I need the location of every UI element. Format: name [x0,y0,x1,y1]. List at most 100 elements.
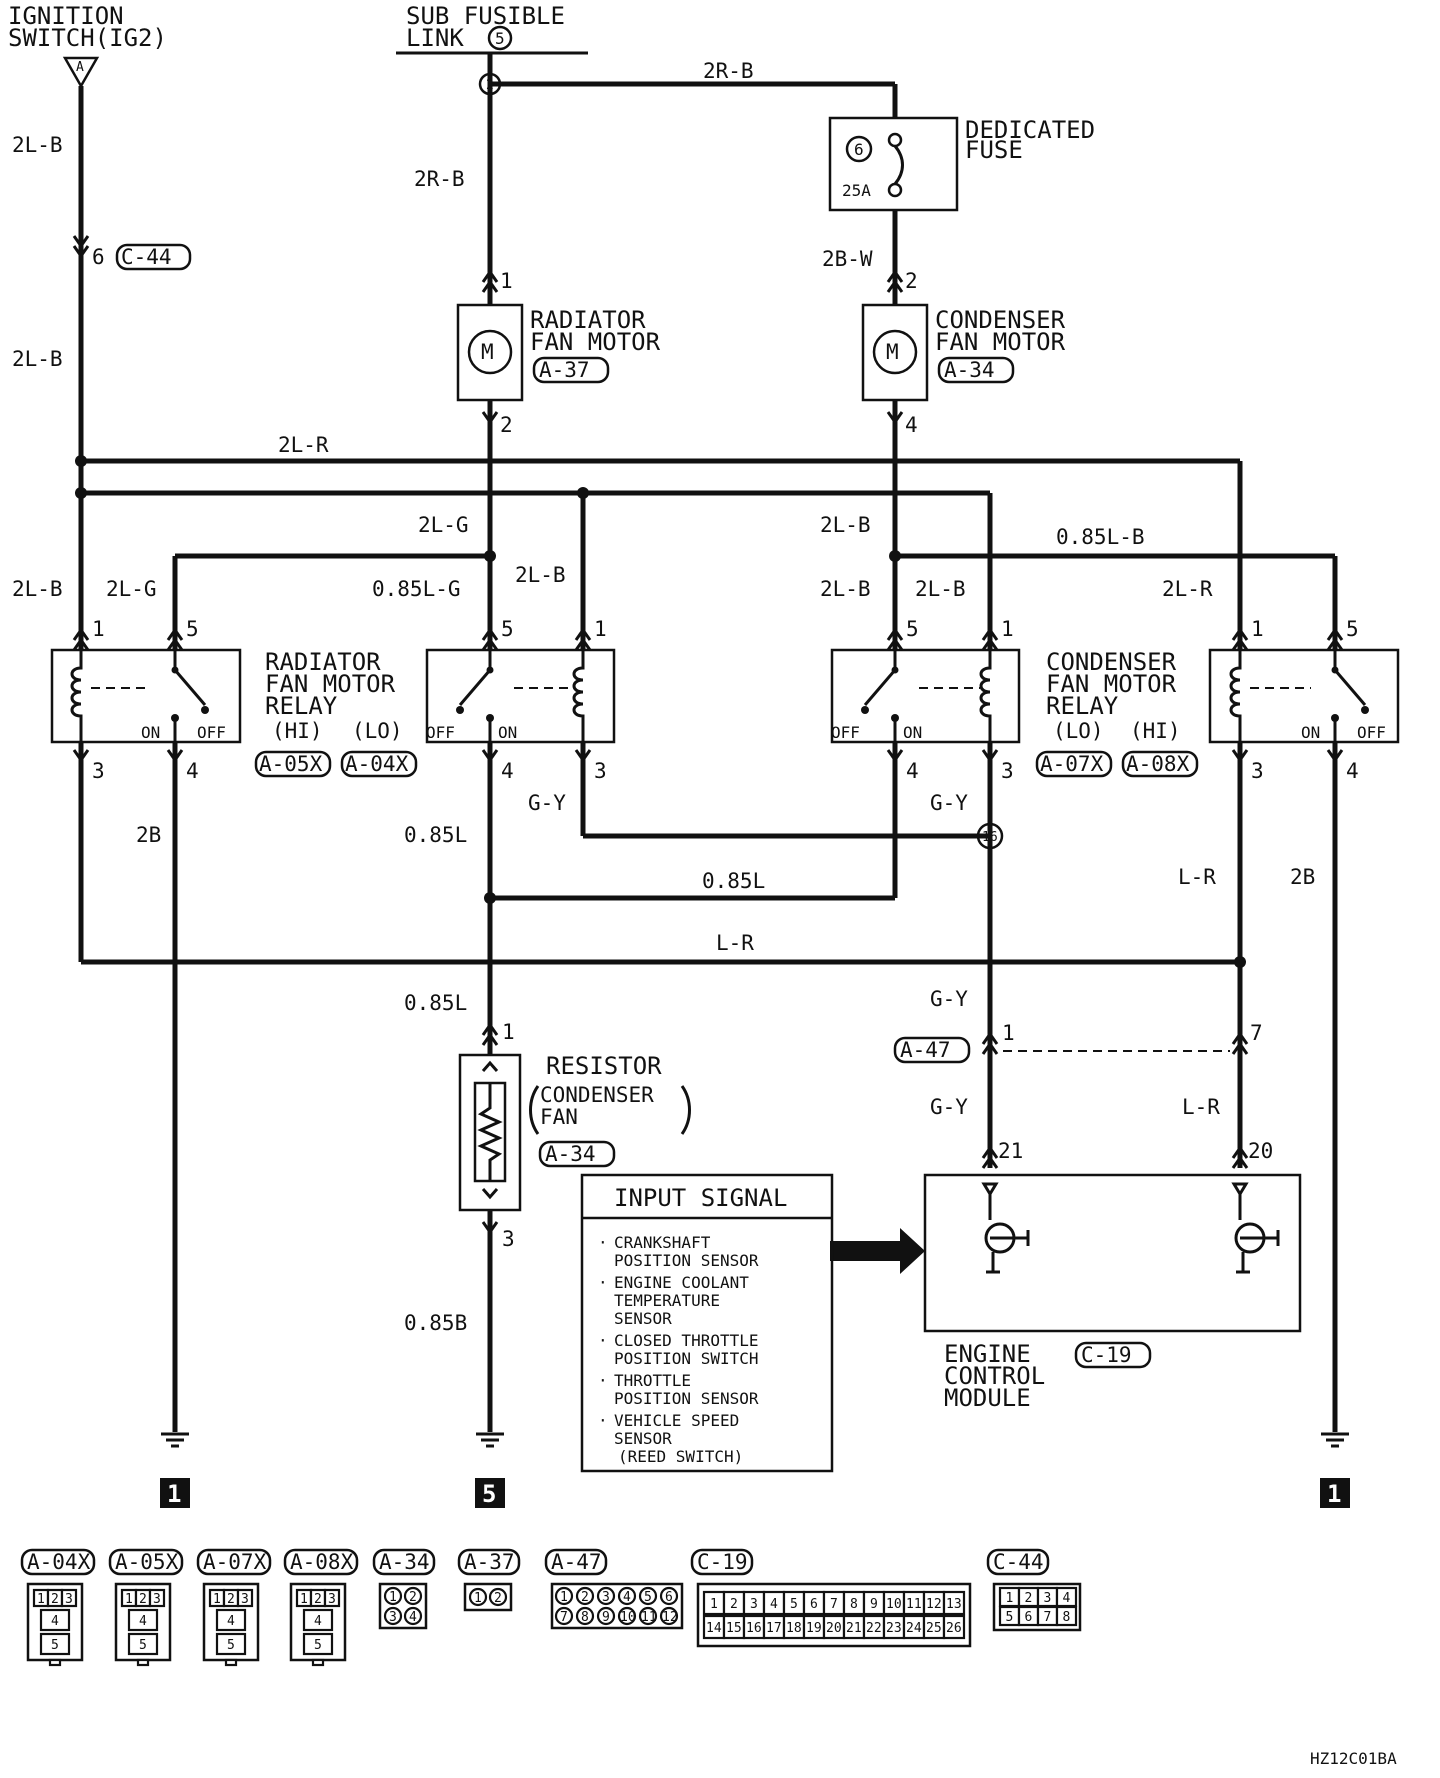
condenser-motor-name-line1: CONDENSER [935,306,1066,334]
wire-label-2LB-c1: 2L-B [820,513,871,537]
ignition-title-line1: IGNITION [8,2,124,30]
connector-cell: 2 [139,1592,147,1607]
resistor-name-line2: CONDENSER [540,1083,654,1107]
condenser-relay-name-line2: FAN MOTOR [1046,670,1177,698]
connector-view-label: A-37 [464,1550,515,1574]
connector-cell: 3 [602,1590,610,1605]
switch-off-label: OFF [831,723,860,742]
ecm-conn: C-19 [1081,1343,1132,1367]
condenser-relay-conn-hi-box [1121,750,1199,778]
wire-label-085LG: 0.85L-G [372,577,461,601]
connector-cell: 4 [227,1614,235,1629]
radiator-motor-conn: A-37 [539,358,590,382]
radiator-motor-symbol: M [481,340,494,364]
radiator-relay-conn-hi: A-05X [259,752,323,776]
a47-pin-right: 7 [1250,1021,1263,1045]
condenser-fan-motor: M [861,269,929,425]
condenser-relay-name-line1: CONDENSER [1046,648,1177,676]
condenser-relay-conn-lo-box [1035,750,1113,778]
connector-cell: 2 [409,1590,417,1605]
relay-pin-label: 1 [1251,617,1264,641]
radiator-relay-conn-hi-box [254,750,332,778]
wire-label-GY-b: G-Y [930,791,968,815]
connector-cell: 17 [766,1621,782,1636]
input-signal-line: POSITION SENSOR [614,1251,759,1270]
wire-label-2RB-h: 2R-B [703,59,754,83]
relay-pin-label: 3 [594,759,607,783]
wire-label-2RB-v: 2R-B [414,167,465,191]
wire-label-2LB-r2: 2L-B [515,563,566,587]
wire-label-2LB-c2: 2L-B [820,577,871,601]
node-2-label: 2 [486,78,494,93]
connector-cell: 3 [65,1592,73,1607]
svg-text:·: · [598,1273,608,1292]
connector-cell: 3 [750,1597,758,1612]
switch-off-label: OFF [197,723,226,742]
a47-conn: A-47 [900,1038,951,1062]
wire-label-085L-b: 0.85L [702,869,765,893]
connector-view-label: C-19 [697,1550,748,1574]
connector-cell: 3 [328,1592,336,1607]
ecm-name-line3: MODULE [944,1384,1031,1412]
connector-cell: 7 [1044,1610,1052,1625]
resistor-conn-box [538,1140,616,1168]
input-signal-line: (REED SWITCH) [618,1447,743,1466]
wire-label-085LB: 0.85L-B [1056,525,1145,549]
c44-conn-box [115,243,192,271]
ground-g1: 1 [160,1432,190,1508]
sub-fusible-title-line1: SUB FUSIBLE [406,2,565,30]
ecm-conn-box [1074,1341,1152,1369]
connector-cell: 23 [886,1621,902,1636]
connector-cell: 2 [51,1592,59,1607]
wire-label-GY-c: G-Y [930,987,968,1011]
relay-pin-label: 5 [906,617,919,641]
connector-cell: 5 [227,1638,235,1653]
wire-label-LR-c: L-R [1182,1095,1220,1119]
relay-pin-label: 3 [92,759,105,783]
radiator-relay-name-line3: RELAY [265,692,338,720]
connector-cell: 4 [409,1610,417,1625]
connector-view-label: A-05X [115,1550,179,1574]
node-2-circle [478,72,502,96]
radiator-relay-name-line1: RADIATOR [265,648,381,676]
connector-cell: 2 [730,1597,738,1612]
radiator-motor-name-line1: RADIATOR [530,306,646,334]
connector-cell: 16 [746,1621,762,1636]
connector-cell: 2 [227,1592,235,1607]
connector-view-label: A-07X [203,1550,267,1574]
wire-labels: 2L-B 2L-B 2L-B 2R-B 2R-B 2B-W 2L-R 2L-G … [12,59,1315,1335]
fuse-name-line1: DEDICATED [965,116,1095,144]
wire-label-2B-l: 2B [136,823,161,847]
radiator-motor-pin-top: 1 [500,269,513,293]
connector-cell: 4 [1063,1591,1071,1606]
ground-label: 1 [167,1480,181,1508]
dedicated-fuse: 6 25A [828,116,959,212]
relay-pin-label: 4 [501,759,514,783]
junction-dots [75,455,1246,968]
connector-cell: 5 [314,1638,322,1653]
connector-view-label: A-47 [551,1550,602,1574]
connector-cell: 1 [125,1592,133,1607]
connector-cell: 21 [846,1621,862,1636]
connector-cell: 1 [389,1590,397,1605]
connector-cell: 4 [139,1614,147,1629]
connector-cell: 3 [153,1592,161,1607]
wire-label-2LB-c3: 2L-B [915,577,966,601]
connector-cell: 6 [665,1590,673,1605]
condenser-relay-hi: (HI) [1130,719,1181,743]
connector-cell: 1 [300,1592,308,1607]
relay-pin-label: 4 [186,759,199,783]
input-signal-title: INPUT SIGNAL [614,1184,787,1212]
connector-cell: 2 [581,1590,589,1605]
connector-cell: 3 [389,1610,397,1625]
